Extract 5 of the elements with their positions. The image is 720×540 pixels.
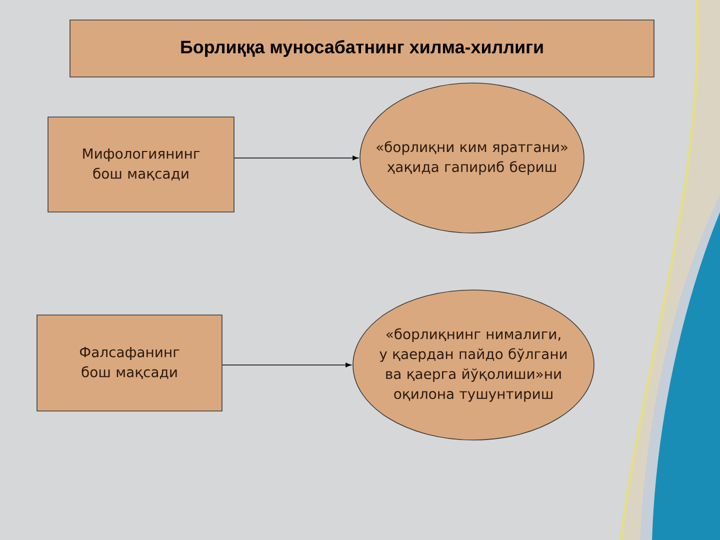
text-box: Мифологиянинг бош мақсади [48,116,234,212]
title-banner: Борлиққа муносабатнинг хилма-хиллиги [70,20,654,78]
text-box: Фалсафанинг бош мақсади [36,314,222,412]
arrow [222,362,352,368]
arrow [234,156,358,160]
